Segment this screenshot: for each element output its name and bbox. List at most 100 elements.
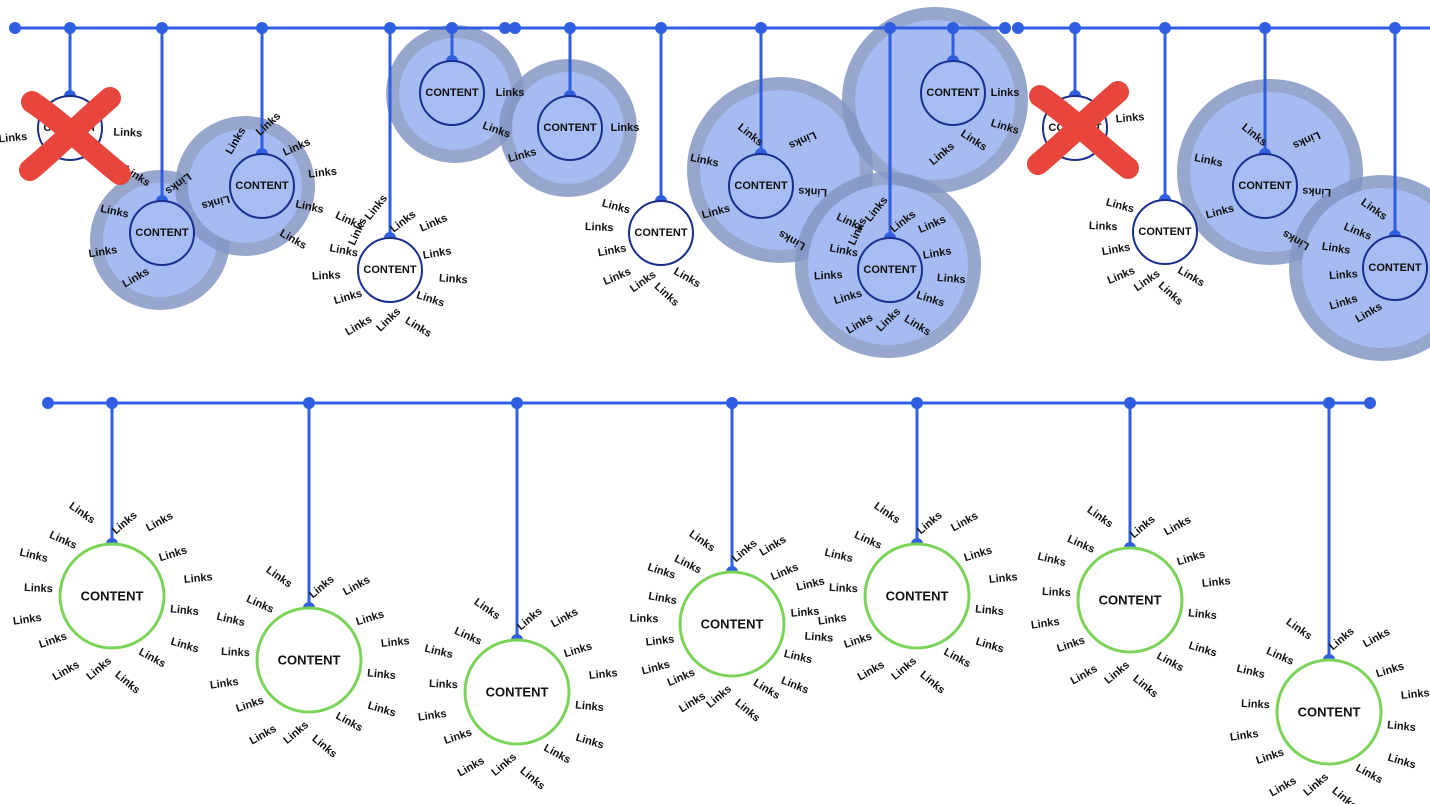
content-label: CONTENT <box>235 180 288 192</box>
bus-junction-dot <box>384 22 396 34</box>
link-label: Links <box>689 152 720 170</box>
link-label: Links <box>640 658 671 677</box>
bus-end-dot <box>42 397 54 409</box>
link-label: Links <box>418 212 449 234</box>
content-label: CONTENT <box>634 227 687 239</box>
content-label: CONTENT <box>886 589 949 604</box>
link-label: Links <box>403 315 434 340</box>
link-label: Links <box>380 635 410 650</box>
link-label: Links <box>937 272 967 286</box>
bus-junction-dot <box>1069 22 1081 34</box>
link-label: Links <box>1264 645 1295 668</box>
content-circle <box>678 570 786 678</box>
link-label: Links <box>1105 196 1136 215</box>
content-label: CONTENT <box>135 227 188 239</box>
link-label: Links <box>496 87 525 99</box>
link-label: Links <box>37 630 68 651</box>
bus-end-dot <box>999 22 1011 34</box>
link-label: Links <box>991 87 1020 99</box>
link-label: Links <box>1156 280 1185 308</box>
bus-junction-dot <box>256 22 268 34</box>
link-label: Links <box>248 723 279 748</box>
link-label: Links <box>917 669 947 697</box>
link-label: Links <box>798 185 827 198</box>
content-label: CONTENT <box>926 87 979 99</box>
link-label: Links <box>215 611 246 629</box>
link-label: Links <box>942 646 973 670</box>
link-label: Links <box>1321 241 1351 257</box>
link-label: Links <box>367 667 397 682</box>
link-label: Links <box>113 126 142 139</box>
bus-junction-dot <box>156 22 168 34</box>
bus-junction-dot <box>446 22 458 34</box>
link-label: Links <box>889 655 919 683</box>
link-label: Links <box>281 719 311 747</box>
link-label: Links <box>1055 634 1086 655</box>
link-label: Links <box>585 221 614 234</box>
link-label: Links <box>769 561 800 583</box>
link-label: Links <box>1201 575 1231 590</box>
link-label: Links <box>988 571 1018 586</box>
content-circle <box>1362 235 1428 301</box>
link-label: Links <box>343 313 374 338</box>
link-label: Links <box>1176 265 1207 290</box>
link-label: Links <box>1301 771 1331 799</box>
link-label: Links <box>704 683 734 711</box>
link-label: Links <box>417 708 447 724</box>
content-label: CONTENT <box>1368 262 1421 274</box>
content-label: CONTENT <box>1298 705 1361 720</box>
link-label: Links <box>751 677 782 702</box>
link-label: Links <box>677 690 708 715</box>
content-circle <box>1076 546 1184 654</box>
link-label: Links <box>575 699 605 714</box>
content-circle <box>863 542 971 650</box>
link-label: Links <box>852 529 883 552</box>
link-label: Links <box>294 198 325 216</box>
link-label: Links <box>110 509 140 537</box>
content-circle <box>1232 153 1298 219</box>
link-label: Links <box>975 603 1005 618</box>
content-circle <box>58 542 166 650</box>
link-label: Links <box>1130 673 1160 701</box>
link-label: Links <box>1327 625 1357 653</box>
link-label: Links <box>334 710 365 734</box>
content-circle <box>357 237 423 303</box>
link-label: Links <box>363 193 390 223</box>
link-label: Links <box>355 608 386 628</box>
link-label: Links <box>542 742 573 766</box>
link-label: Links <box>597 242 627 259</box>
link-label: Links <box>1229 728 1259 744</box>
link-label: Links <box>439 272 469 286</box>
link-label: Links <box>1128 513 1158 541</box>
link-label: Links <box>563 640 594 660</box>
content-label: CONTENT <box>863 264 916 276</box>
content-label: CONTENT <box>363 264 416 276</box>
link-label: Links <box>24 582 53 595</box>
link-label: Links <box>1069 663 1100 688</box>
link-label: Links <box>1254 746 1285 767</box>
link-label: Links <box>517 765 547 793</box>
crossed-out-icon <box>1027 81 1139 179</box>
link-label: Links <box>423 643 454 661</box>
link-label: Links <box>1386 752 1417 772</box>
content-label: CONTENT <box>486 685 549 700</box>
link-label: Links <box>442 726 473 747</box>
link-label: Links <box>646 561 677 581</box>
link-label: Links <box>823 547 854 565</box>
link-label: Links <box>730 537 760 565</box>
link-label: Links <box>341 574 372 598</box>
link-label: Links <box>1102 659 1132 687</box>
content-circle <box>229 153 295 219</box>
link-label: Links <box>1361 626 1392 650</box>
link-label: Links <box>144 510 175 534</box>
link-label: Links <box>0 131 28 145</box>
content-circle <box>537 95 603 161</box>
bus-junction-dot <box>1124 397 1136 409</box>
link-label: Links <box>1387 719 1417 734</box>
content-circle <box>463 638 571 746</box>
content-label: CONTENT <box>543 122 596 134</box>
link-label: Links <box>1162 514 1193 538</box>
link-label: Links <box>51 659 82 684</box>
link-label: Links <box>264 564 294 590</box>
